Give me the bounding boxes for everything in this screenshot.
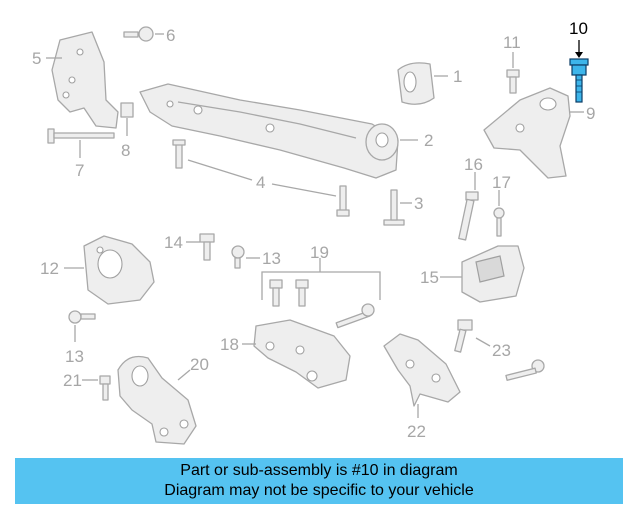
callout-15: 15 [420, 268, 439, 287]
part-20-mount[interactable] [117, 355, 197, 445]
part-23-bolts[interactable] [454, 319, 545, 381]
part-14-bolt[interactable] [199, 233, 215, 261]
callout-1: 1 [453, 67, 462, 86]
callout-4: 4 [256, 173, 265, 192]
part-4-bolts[interactable] [172, 139, 350, 217]
callout-12: 12 [40, 259, 59, 278]
callout-6: 6 [166, 26, 175, 45]
callout-9: 9 [586, 104, 595, 123]
part-10-bolt-highlighted[interactable] [569, 58, 589, 103]
crossmember [139, 83, 399, 179]
callout-11: 11 [503, 33, 521, 52]
callout-17: 17 [492, 173, 511, 192]
callout-13-center: 13 [262, 249, 281, 268]
part-12-mount[interactable] [83, 235, 155, 305]
callout-18: 18 [220, 335, 239, 354]
part-2-mount[interactable] [365, 123, 399, 161]
callout-23: 23 [492, 341, 511, 360]
callout-14: 14 [164, 233, 183, 252]
callout-3: 3 [414, 194, 423, 213]
part-9-mount[interactable] [483, 87, 571, 179]
part-13-bolt-center[interactable] [231, 245, 245, 269]
callout-19: 19 [310, 243, 329, 262]
callout-10: 10 [569, 19, 588, 38]
callout-2: 2 [424, 131, 433, 150]
part-1-bushing[interactable] [397, 62, 435, 105]
part-13-bolt-left[interactable] [68, 310, 96, 324]
part-5-bracket[interactable] [51, 31, 119, 129]
part-18-bracket[interactable] [253, 319, 351, 389]
part-16-bolt[interactable] [458, 191, 479, 241]
callout-21: 21 [63, 371, 82, 390]
callout-5: 5 [32, 49, 41, 68]
callout-20: 20 [190, 355, 209, 374]
banner-line-2: Diagram may not be specific to your vehi… [164, 482, 474, 499]
part-3-bolt[interactable] [383, 189, 405, 226]
exploded-parts-diagram: 5 6 7 8 2 1 3 [32, 19, 595, 445]
part-21-bolt[interactable] [99, 375, 111, 401]
callout-16: 16 [464, 155, 483, 174]
part-11-bolt[interactable] [506, 69, 520, 94]
part-19-bolt-set[interactable] [261, 271, 381, 329]
part-6-bolt[interactable] [123, 26, 154, 42]
part-17-bolt[interactable] [493, 207, 505, 237]
callout-22: 22 [407, 422, 426, 441]
part-15-mount[interactable] [461, 245, 525, 303]
part-7-bolt[interactable] [47, 128, 115, 144]
callout-8: 8 [121, 141, 130, 160]
banner-line-1: Part or sub-assembly is #10 in diagram [180, 462, 458, 479]
part-8-nut[interactable] [120, 102, 134, 118]
callout-7: 7 [75, 161, 84, 180]
part-22-bracket[interactable] [383, 333, 461, 407]
callout-13-left: 13 [65, 347, 84, 366]
info-banner: Part or sub-assembly is #10 in diagram D… [15, 458, 623, 504]
